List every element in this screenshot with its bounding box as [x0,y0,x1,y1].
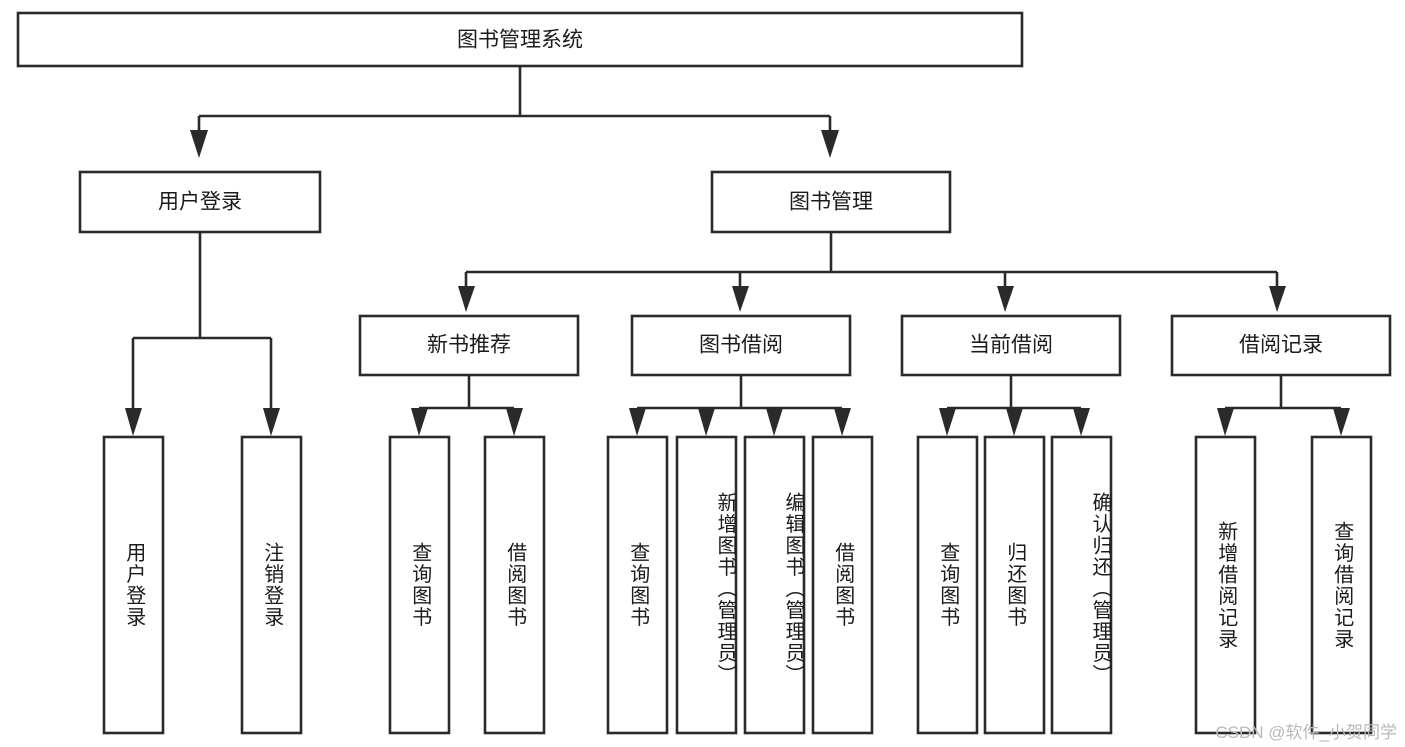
connector-book-manage-to-level2 [458,232,1286,312]
leaf-box-logout[interactable] [240,435,303,735]
leaf-box-bb-query-book[interactable] [606,435,669,735]
connector-new-book-to-leaves [411,375,523,436]
node-borrow-record-label: 借阅记录 [1239,334,1323,357]
connector-borrow-record-to-leaves [1217,375,1350,436]
connector-root-to-level1 [190,66,839,158]
node-new-book-recommend-box[interactable] [358,314,580,377]
csdn-watermark: CSDN @软件_小贺同学 [1215,723,1397,742]
arrowhead-br-1 [1217,408,1234,436]
connector-book-borrow-to-leaves [629,375,851,436]
node-borrow-record-box[interactable] [1170,314,1392,377]
arrowhead-nb-1 [411,408,428,436]
node-book-manage[interactable]: 图书管理 [710,170,952,234]
node-book-borrow-label: 图书借阅 [699,334,783,357]
arrowhead-borrow-record [1269,286,1286,312]
arrowhead-cb-2 [1006,408,1023,436]
arrowhead-leaf-user-login [125,408,142,436]
node-book-borrow-box[interactable] [630,314,852,377]
leaf-box-cb-return-book[interactable] [983,435,1046,735]
node-root-label: 图书管理系统 [457,29,583,52]
leaf-box-bb-edit-book[interactable] [743,435,806,735]
connector-current-borrow-to-leaves [939,375,1090,436]
node-user-login[interactable]: 用户登录 [78,170,322,234]
arrowhead-bb-3 [766,408,783,436]
arrowhead-new-book [458,286,475,312]
leaf-box-user-login[interactable] [102,435,165,735]
arrowhead-bb-2 [698,408,715,436]
arrowhead-cb-3 [1073,408,1090,436]
arrowhead-leaf-logout [263,408,280,436]
arrowhead-user-login [190,130,208,158]
node-root-box[interactable] [16,11,1024,68]
leaf-box-bb-borrow-book[interactable] [811,435,874,735]
node-current-borrow-box[interactable] [900,314,1122,377]
arrowhead-nb-2 [506,408,523,436]
node-borrow-record[interactable]: 借阅记录 [1170,314,1392,377]
node-current-borrow[interactable]: 当前借阅 [900,314,1122,377]
arrowhead-current-borrow [997,286,1014,312]
arrowhead-bb-4 [834,408,851,436]
node-book-manage-label: 图书管理 [789,191,873,214]
node-book-manage-box[interactable] [710,170,952,234]
arrowhead-book-manage [821,130,839,158]
connector-user-login-to-leaves [125,232,280,436]
node-new-book-recommend-label: 新书推荐 [427,334,511,357]
arrowhead-book-borrow [732,286,749,312]
leaf-box-nb-borrow-book[interactable] [483,435,546,735]
leaf-box-nb-query-book[interactable] [388,435,451,735]
node-root[interactable]: 图书管理系统 [16,11,1024,68]
leaf-box-br-add-record[interactable] [1194,435,1257,735]
node-book-borrow[interactable]: 图书借阅 [630,314,852,377]
leaf-box-br-query-record[interactable] [1310,435,1373,735]
node-user-login-label: 用户登录 [158,191,242,214]
leaf-box-cb-confirm-return[interactable] [1050,435,1113,735]
node-current-borrow-label: 当前借阅 [969,334,1053,357]
arrowhead-br-2 [1333,408,1350,436]
leaf-box-bb-add-book[interactable] [675,435,738,735]
node-new-book-recommend[interactable]: 新书推荐 [358,314,580,377]
leaf-box-cb-query-book[interactable] [916,435,979,735]
arrowhead-cb-1 [939,408,956,436]
arrowhead-bb-1 [629,408,646,436]
